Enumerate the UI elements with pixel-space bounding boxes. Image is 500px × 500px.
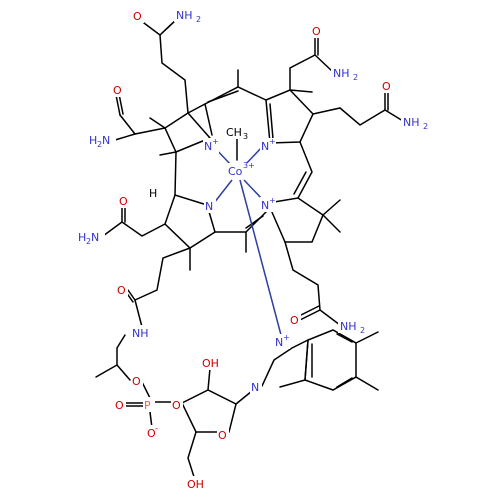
label-o-ring-a: O xyxy=(112,82,124,97)
svg-text:N: N xyxy=(251,381,259,394)
label-o-top-left: O xyxy=(132,8,144,23)
label-o-ring-c: O xyxy=(289,312,301,327)
label-nh2-top-left: NH 2 xyxy=(174,7,202,24)
svg-text:O: O xyxy=(133,10,142,23)
svg-text:O: O xyxy=(172,399,181,412)
label-ch3-cobalt: CH 3 xyxy=(226,125,248,141)
svg-text:+: + xyxy=(269,196,276,205)
label-oh-ribose: OH xyxy=(200,355,220,370)
label-o-ring-b-chain: O xyxy=(381,78,393,93)
svg-text:2: 2 xyxy=(360,326,365,335)
svg-text:O: O xyxy=(132,375,141,388)
svg-text:O: O xyxy=(117,284,126,297)
svg-text:2: 2 xyxy=(86,237,91,246)
svg-text:NH: NH xyxy=(403,116,420,129)
label-p: P xyxy=(143,397,155,412)
svg-text:CH: CH xyxy=(226,126,242,139)
label-nh2-ring-b: NH 2 xyxy=(331,65,359,82)
svg-text:OH: OH xyxy=(202,357,219,370)
label-o-phosphate-ester-1: O xyxy=(131,373,143,388)
svg-text:3: 3 xyxy=(243,132,248,141)
svg-text:O: O xyxy=(312,25,321,38)
bond-lines xyxy=(95,17,404,481)
svg-text:NH: NH xyxy=(132,327,149,340)
svg-text:-: - xyxy=(155,424,158,433)
svg-text:O: O xyxy=(113,84,122,97)
label-o-ring-d: O xyxy=(118,193,130,208)
label-o-linker: O xyxy=(116,282,128,297)
label-h-ring-d: H xyxy=(148,186,158,200)
svg-text:H: H xyxy=(89,134,97,147)
svg-text:2: 2 xyxy=(423,122,428,131)
label-n-ring-d: N xyxy=(204,198,216,213)
atom-labels: NH 2 O O H 2 N O NH 2 O xyxy=(77,7,429,491)
svg-text:O: O xyxy=(115,399,124,412)
label-h2n-ring-a: H 2 N xyxy=(88,133,116,149)
svg-text:O: O xyxy=(290,314,299,327)
svg-text:+: + xyxy=(269,137,276,146)
svg-text:O: O xyxy=(382,80,391,93)
label-o-phosphate-ester-2: O xyxy=(171,397,183,412)
label-nh-linker: NH xyxy=(130,325,150,340)
svg-text:N: N xyxy=(205,200,213,213)
label-n-plus-ring-b: N + xyxy=(260,137,276,153)
svg-text:N: N xyxy=(91,231,99,244)
svg-text:N: N xyxy=(275,336,283,349)
svg-text:N: N xyxy=(261,199,269,212)
svg-text:O: O xyxy=(119,195,128,208)
svg-text:N: N xyxy=(261,140,269,153)
label-n-plus-ring-a: N + xyxy=(203,137,219,153)
label-o-phosphate-double: O xyxy=(114,397,126,412)
label-o-ring-b: O xyxy=(311,23,323,38)
svg-text:2: 2 xyxy=(353,73,358,82)
svg-text:2: 2 xyxy=(196,15,201,24)
svg-text:OH: OH xyxy=(187,478,204,491)
svg-text:O: O xyxy=(147,427,156,440)
label-cobalt: Co 3+ xyxy=(226,161,255,179)
label-oh-ribose-ch2: OH xyxy=(185,476,205,491)
svg-text:2: 2 xyxy=(97,140,102,149)
svg-text:N: N xyxy=(102,134,110,147)
svg-text:O: O xyxy=(218,429,227,442)
label-o-ribose-ring: O xyxy=(217,427,229,442)
svg-text:NH: NH xyxy=(340,320,357,333)
svg-text:+: + xyxy=(212,137,219,146)
svg-text:P: P xyxy=(144,399,151,412)
svg-text:+: + xyxy=(283,333,290,342)
label-n-plus-ring-c: N + xyxy=(260,196,276,212)
svg-text:N: N xyxy=(204,140,212,153)
label-nh2-ring-c: NH 2 xyxy=(338,318,366,335)
label-n-benzimidazole: N xyxy=(250,379,262,394)
label-o-minus-phosphate: O - xyxy=(146,424,162,441)
label-nh2-ring-b-chain: NH 2 xyxy=(401,114,429,131)
svg-text:H: H xyxy=(78,231,86,244)
label-h2n-ring-d: H 2 N xyxy=(77,230,105,246)
label-n-plus-benzimidazole: N + xyxy=(274,333,290,349)
svg-text:H: H xyxy=(149,187,157,200)
svg-text:Co: Co xyxy=(228,165,243,178)
svg-text:NH: NH xyxy=(176,9,193,22)
svg-text:3+: 3+ xyxy=(243,161,255,170)
svg-text:NH: NH xyxy=(333,67,350,80)
